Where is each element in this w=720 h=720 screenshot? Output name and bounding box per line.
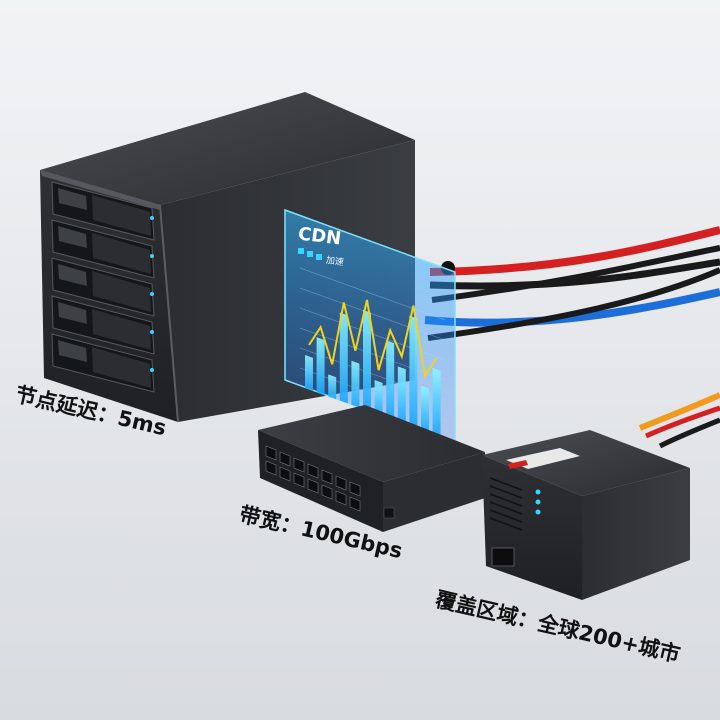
- network-switch: [258, 405, 485, 532]
- hologram-bar: [432, 367, 441, 437]
- hologram-bar: [421, 385, 429, 433]
- hologram-bar: [328, 374, 337, 400]
- hologram-bar: [316, 337, 325, 396]
- hologram-bar: [386, 340, 395, 421]
- edge-node-box: [482, 430, 690, 600]
- hologram-bar: [339, 312, 348, 404]
- hologram-bar: [397, 366, 406, 425]
- hologram-bar: [409, 315, 418, 429]
- hologram-bars: [305, 309, 441, 437]
- hologram-bar: [305, 355, 313, 391]
- cdn-hologram: [284, 208, 456, 444]
- hologram-trend-line: [308, 299, 438, 379]
- hologram-subtitle: 加速: [325, 255, 345, 269]
- switch-ports: [265, 445, 361, 512]
- hologram-bar: [351, 360, 360, 408]
- hologram-bar: [363, 309, 371, 412]
- drive-bays: [51, 181, 155, 393]
- hologram-bar: [374, 380, 383, 416]
